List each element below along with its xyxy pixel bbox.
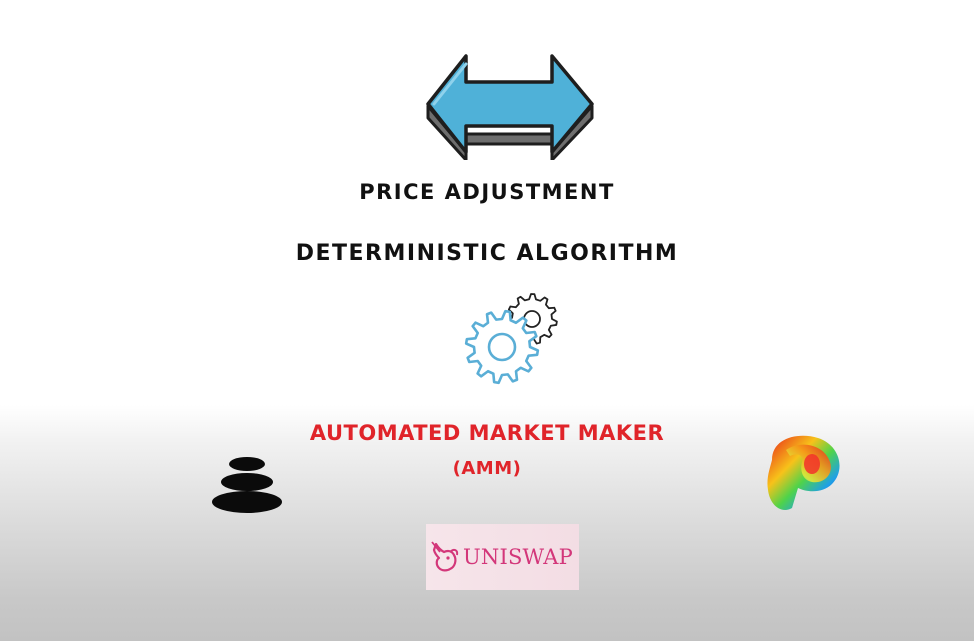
deterministic-algorithm-heading: DETERMINISTIC ALGORITHM [295, 241, 679, 266]
curve-logo [767, 435, 840, 510]
large-gear-icon [464, 309, 540, 385]
price-adjustment-heading: PRICE ADJUSTMENT [359, 180, 615, 204]
balancer-logo [212, 457, 282, 513]
uniswap-wordmark: UNISWAP [463, 545, 573, 569]
double-arrow-icon [426, 54, 594, 160]
uniswap-unicorn-icon [431, 541, 459, 572]
gears-icon [464, 293, 558, 385]
gear-blue-hub [487, 332, 517, 362]
amm-abbreviation: (AMM) [452, 458, 522, 479]
uniswap-logo: UNISWAP [426, 524, 579, 590]
amm-title: AUTOMATED MARKET MAKER [309, 421, 665, 445]
